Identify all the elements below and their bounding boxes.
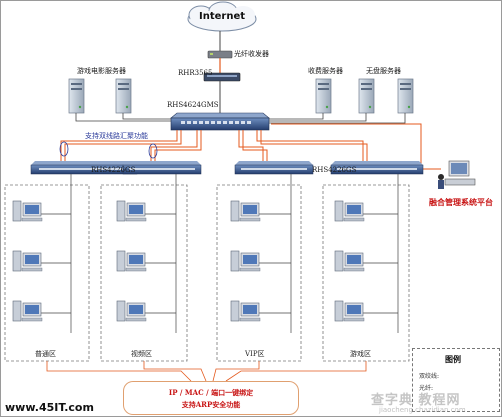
- legend-twisted-label: 双绞线:: [419, 373, 440, 380]
- legend-fiber-label: 光纤:: [419, 385, 434, 392]
- security-note-box: IP / MAC / 端口一键绑定 支持ARP安全功能: [123, 381, 299, 415]
- access-switch-icon: [330, 161, 424, 175]
- watermark-sub: jiaocheng.chazidian.com: [379, 406, 466, 414]
- client-pc-icon: [12, 300, 43, 322]
- left-servers-label: 游戏电影服务器: [77, 67, 126, 75]
- right-servers-1-label: 收费服务器: [308, 67, 343, 75]
- dual-link-label: 支持双线路汇聚功能: [85, 132, 148, 140]
- client-pc-icon: [334, 200, 365, 222]
- server-links: [75, 113, 406, 124]
- core-switch-label: RHS4624GMS: [167, 101, 219, 109]
- left-server-icon: [115, 78, 132, 114]
- access-switch-icon: [122, 161, 202, 175]
- fiber-transceiver-icon: [207, 50, 233, 59]
- internet-cloud-icon: [187, 1, 257, 32]
- access-switch-left-label: RHS4226GS: [91, 166, 136, 174]
- dual-link-marker-right: [148, 143, 158, 159]
- zone-label: 视频区: [131, 350, 152, 358]
- legend-title: 图例: [445, 354, 461, 364]
- site-url: www.45IT.com: [5, 401, 94, 414]
- client-pc-icon: [12, 250, 43, 272]
- access-switch-right-label: RHS4226GS: [312, 166, 357, 174]
- client-pc-icon: [230, 250, 261, 272]
- client-pc-icon: [334, 300, 365, 322]
- legend-box: 图例 双绞线: 光纤:: [412, 348, 500, 412]
- note-line-2: 支持ARP安全功能: [181, 400, 241, 409]
- fiber-trunks: [60, 123, 441, 170]
- access-switch-icon: [234, 161, 314, 175]
- right-servers-2-label: 无盘服务器: [366, 67, 401, 75]
- client-pc-icon: [116, 200, 147, 222]
- client-pc-icon: [230, 300, 261, 322]
- zone-label: VIP区: [245, 350, 265, 358]
- left-server-icon: [68, 78, 85, 114]
- dual-link-marker-left: [59, 141, 69, 157]
- client-pc-icon: [116, 300, 147, 322]
- note-connector-lines: [46, 361, 367, 382]
- access-switch-icon: [30, 161, 138, 175]
- client-pc-icon: [12, 200, 43, 222]
- client-pc-icon: [334, 250, 365, 272]
- watermark: 查字典 教程网: [371, 393, 461, 408]
- transceiver-label: 光纤收发器: [234, 50, 269, 58]
- zone-label: 游戏区: [350, 350, 371, 358]
- router-label: RHR3565: [178, 69, 213, 77]
- access-lines: [39, 174, 399, 333]
- right-server-icon: [358, 78, 375, 114]
- right-server-icon: [397, 78, 414, 114]
- note-line-1: IP / MAC / 端口一键绑定: [168, 388, 254, 397]
- client-pc-icon: [230, 200, 261, 222]
- management-pc-icon: [438, 160, 476, 189]
- right-server-icon: [315, 78, 332, 114]
- zone-label: 普通区: [35, 350, 56, 358]
- internet-label: Internet: [198, 11, 245, 22]
- mgmt-platform-label: 融合管理系统平台: [429, 197, 493, 207]
- core-switch-icon: [170, 112, 270, 131]
- client-pc-icon: [116, 250, 147, 272]
- router-icon: [203, 72, 241, 82]
